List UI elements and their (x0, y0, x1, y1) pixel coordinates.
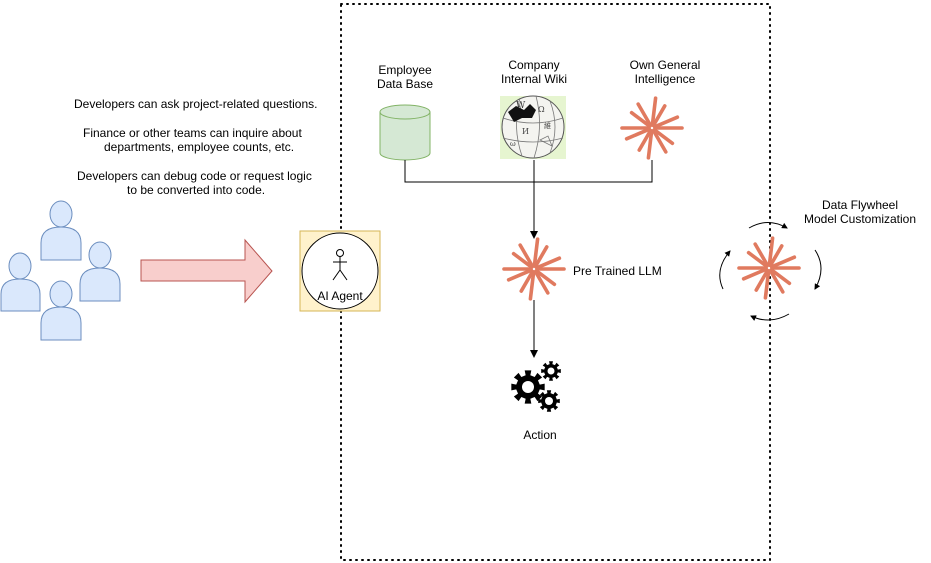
user-icon (79, 241, 121, 302)
intelligence-burst-icon (620, 96, 684, 160)
svg-text:ω: ω (510, 140, 516, 148)
stick-figure-icon (332, 249, 348, 281)
wiki-label-line1: Company (508, 58, 560, 72)
svg-text:Ω: Ω (538, 105, 545, 114)
ai-agent-node[interactable] (299, 230, 381, 312)
svg-text:W: W (516, 101, 526, 111)
user-icon (40, 280, 82, 341)
llm-label: Pre Trained LLM (573, 264, 662, 278)
svg-text:И: И (522, 127, 529, 136)
database-icon (379, 104, 431, 161)
wiki-globe-icon: W Ω И 維 ω (500, 95, 566, 159)
wiki-label-line2: Internal Wiki (500, 72, 568, 86)
note-departments: departments, employee counts, etc. (104, 140, 295, 154)
note-debug-code: Developers can debug code or request log… (77, 169, 312, 183)
request-flow-arrow (140, 238, 273, 304)
note-logic-to-code: to be converted into code. (127, 183, 266, 197)
flywheel-label-line1: Data Flywheel (821, 198, 899, 212)
user-icon (0, 252, 41, 312)
svg-text:維: 維 (544, 121, 551, 130)
users-group (0, 200, 121, 341)
own-intel-label-line2: Intelligence (634, 72, 696, 86)
employee-db-label-line2: Data Base (376, 77, 434, 91)
note-project-questions: Developers can ask project-related quest… (74, 97, 318, 111)
own-intel-label-line1: Own General (629, 58, 701, 72)
flywheel-burst-icon (737, 236, 801, 300)
employee-db-label-line1: Employee (378, 63, 432, 77)
user-icon (40, 200, 82, 261)
gears-icon[interactable] (511, 361, 561, 412)
llm-burst-icon[interactable] (502, 237, 566, 301)
action-label: Action (523, 428, 557, 442)
source-connectors (404, 160, 653, 183)
note-finance-inquiry: Finance or other teams can inquire about (83, 126, 302, 140)
flywheel-label-line2: Model Customization (803, 212, 917, 226)
ai-agent-label: AI Agent (317, 289, 363, 303)
flywheel-cycle-icon (719, 222, 822, 321)
